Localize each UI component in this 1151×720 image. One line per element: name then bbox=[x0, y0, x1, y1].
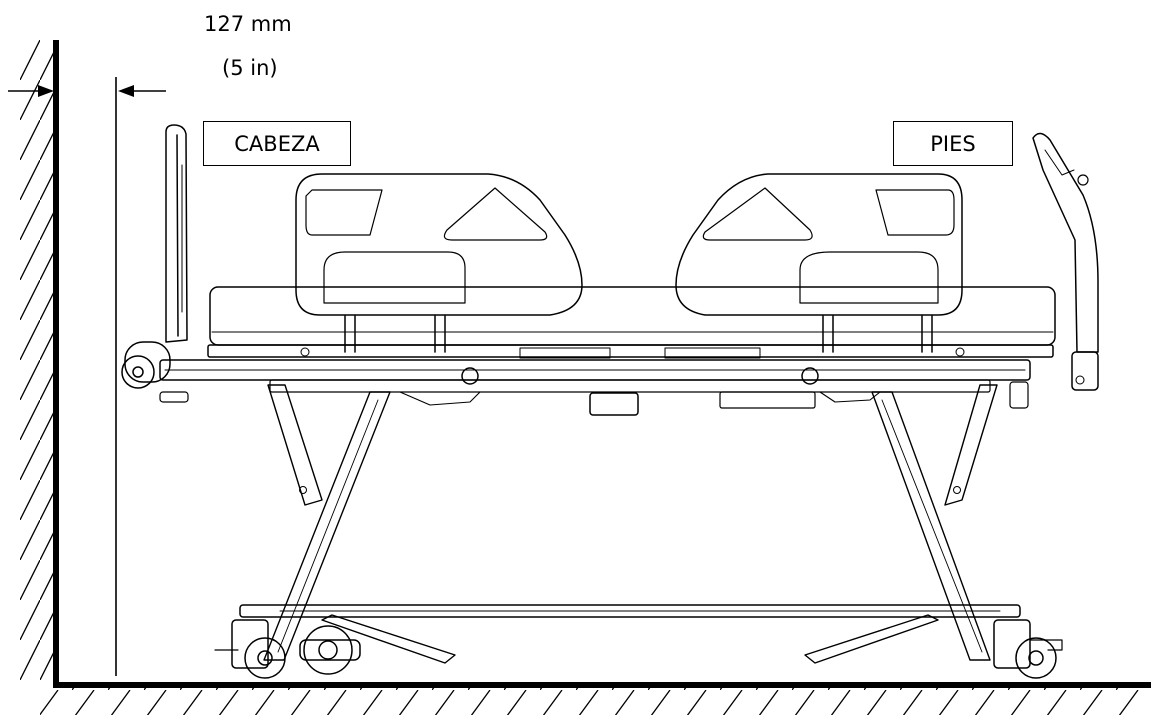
head-end-label: CABEZA bbox=[203, 121, 351, 166]
casters bbox=[214, 625, 1063, 679]
foot-end-label: PIES bbox=[893, 121, 1013, 166]
clearance-imperial-label: (5 in) bbox=[222, 56, 278, 80]
side-rail-head bbox=[295, 173, 583, 353]
lift-legs bbox=[263, 384, 998, 664]
footboard bbox=[1032, 132, 1099, 391]
floor bbox=[40, 682, 1151, 715]
clearance-metric-label: 127 mm bbox=[204, 12, 292, 36]
side-rail-foot bbox=[675, 173, 963, 353]
upper-frame bbox=[121, 341, 1054, 416]
head-end-label-text: CABEZA bbox=[234, 131, 320, 156]
wall bbox=[20, 40, 59, 685]
base-frame bbox=[231, 604, 1031, 669]
clearance-dimension bbox=[8, 77, 166, 676]
foot-end-label-text: PIES bbox=[930, 131, 976, 156]
mattress bbox=[209, 286, 1056, 346]
headboard bbox=[165, 124, 188, 343]
hospital-bed bbox=[121, 124, 1099, 679]
